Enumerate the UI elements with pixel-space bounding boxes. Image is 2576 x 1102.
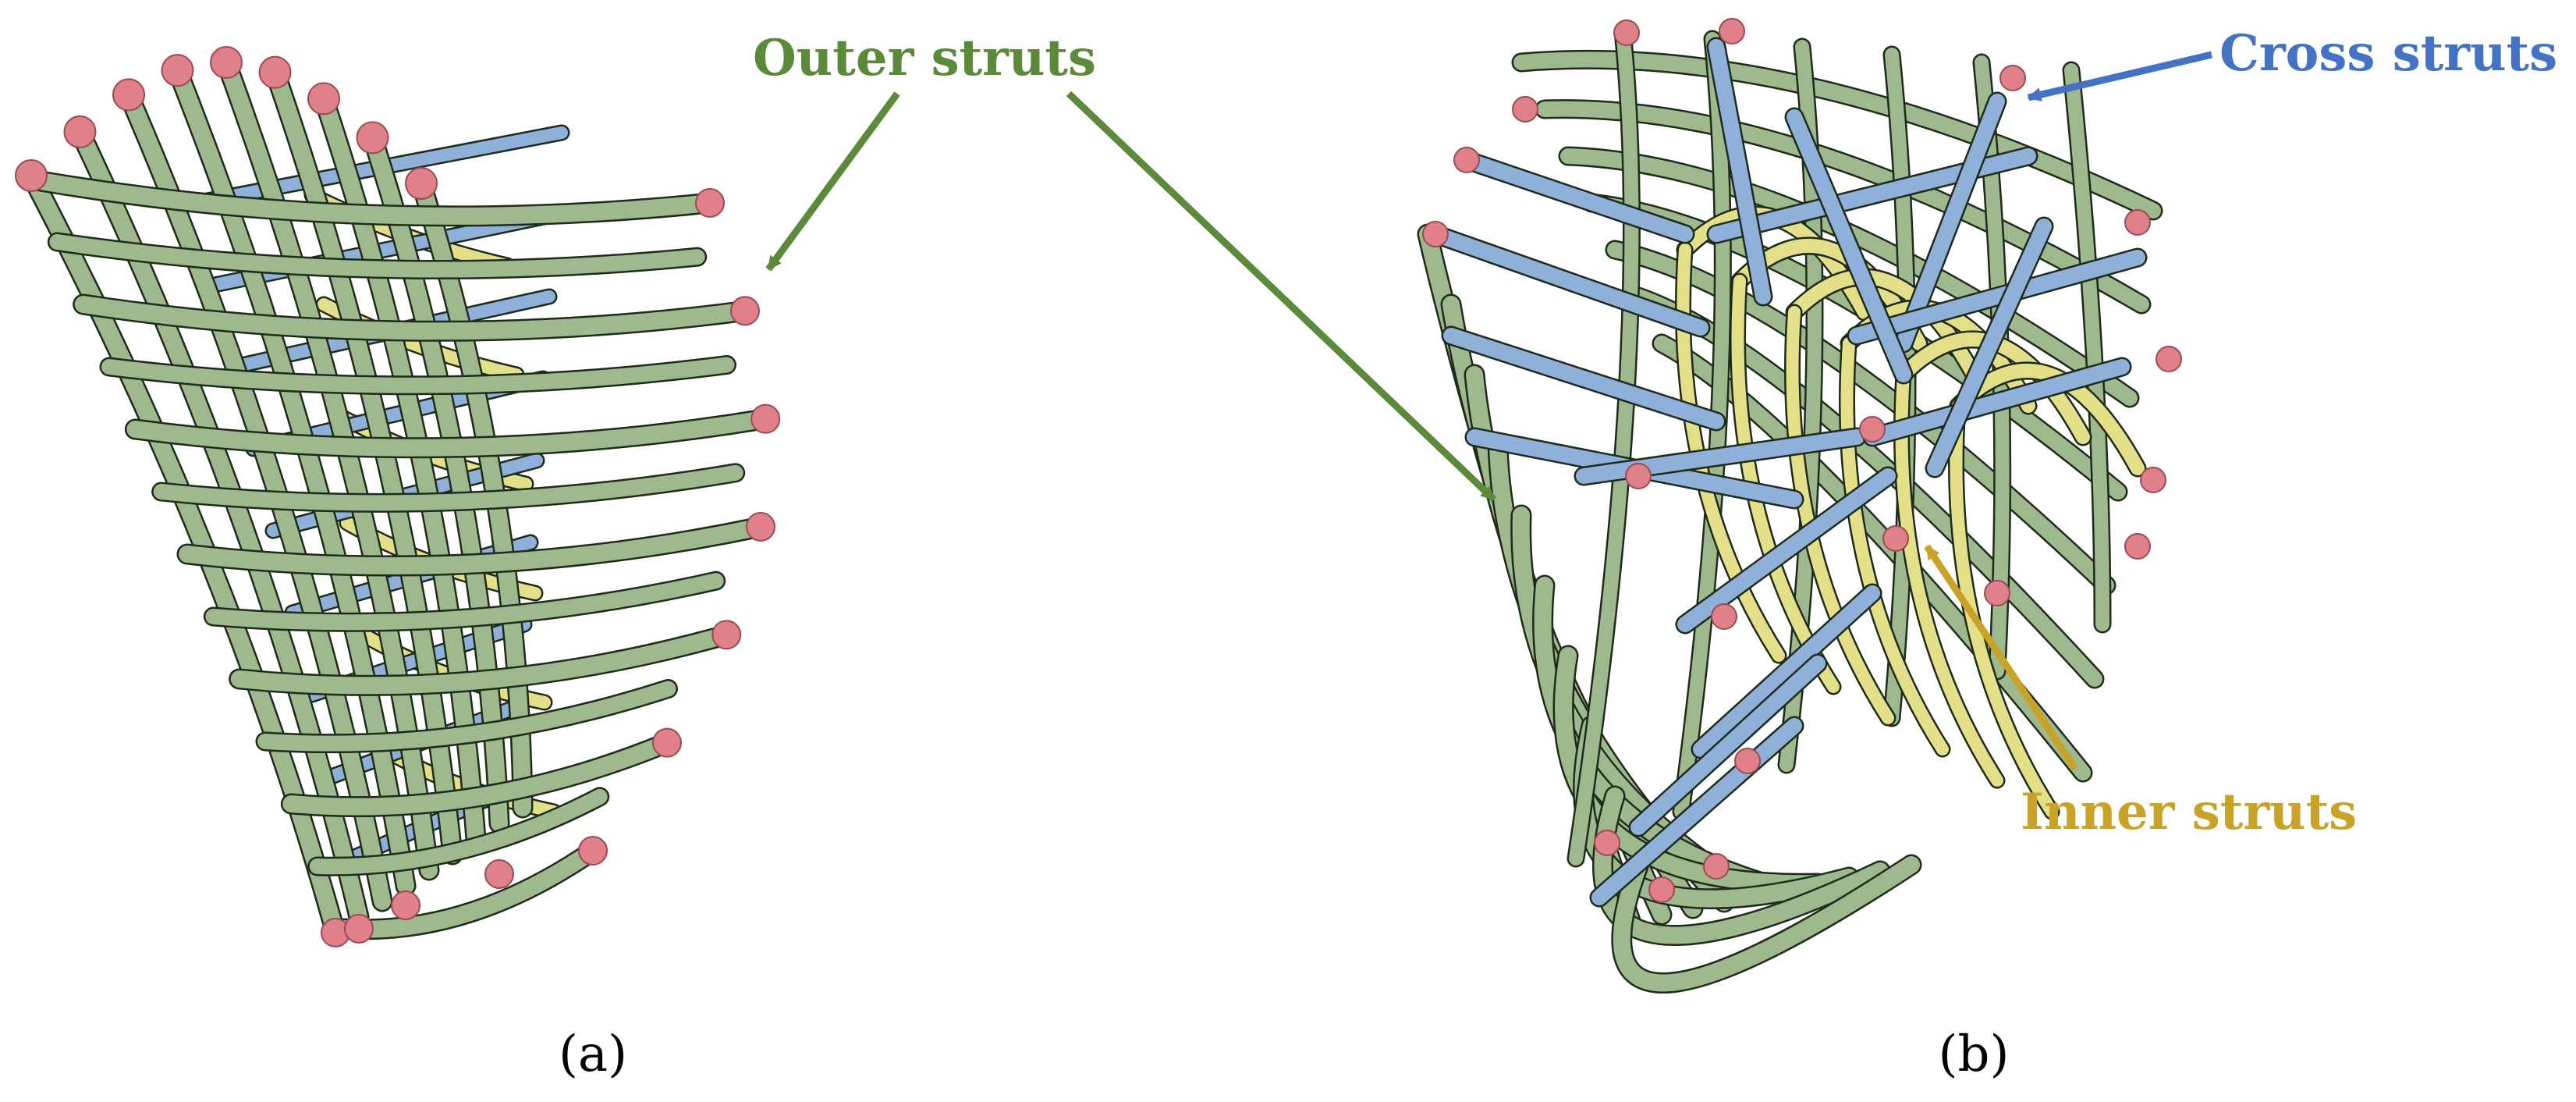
outer-strut bbox=[23, 171, 719, 225]
lattice-a bbox=[15, 46, 781, 947]
outer-strut bbox=[1513, 52, 2161, 219]
outer-strut bbox=[1674, 32, 1730, 819]
strut-node bbox=[750, 403, 781, 434]
strut-node bbox=[344, 914, 374, 944]
cross-strut bbox=[1459, 152, 1693, 242]
strut-node bbox=[711, 620, 742, 650]
outer-strut bbox=[74, 296, 754, 340]
strut-node bbox=[2124, 533, 2151, 560]
strut-node bbox=[112, 78, 145, 112]
outer-strut bbox=[126, 410, 775, 457]
strut-node bbox=[695, 188, 725, 218]
outer-strut bbox=[153, 464, 743, 511]
strut-node bbox=[1984, 580, 2010, 606]
outer-strut bbox=[169, 62, 414, 894]
strut-node bbox=[746, 512, 775, 542]
inner-strut bbox=[1950, 400, 2058, 818]
cross-strut bbox=[1693, 585, 1880, 757]
strut-node bbox=[1859, 416, 1886, 443]
caption-b: (b) bbox=[1939, 1026, 2010, 1083]
outer-struts-arrow-a bbox=[765, 91, 900, 272]
strut-node bbox=[1999, 65, 2026, 91]
outer-strut bbox=[101, 357, 735, 393]
outer-strut bbox=[230, 626, 736, 695]
strut-node bbox=[161, 54, 194, 87]
strut-node bbox=[391, 890, 420, 920]
strut-node bbox=[356, 121, 389, 155]
strut-node bbox=[578, 836, 608, 866]
cross-strut bbox=[1591, 718, 1802, 905]
cross-struts-label: Cross struts bbox=[2219, 24, 2557, 83]
strut-node bbox=[2124, 209, 2151, 236]
outer-strut bbox=[205, 573, 724, 631]
cross-strut bbox=[1630, 656, 1826, 835]
cross-strut bbox=[1787, 109, 1911, 382]
outer-strut-outline bbox=[1511, 49, 2163, 221]
outer-struts-label: Outer struts bbox=[753, 29, 1096, 87]
outer-strut bbox=[1613, 856, 1920, 992]
outer-strut bbox=[1607, 242, 2114, 593]
outer-strut bbox=[257, 681, 676, 752]
strut-node bbox=[1453, 147, 1480, 173]
inner-struts-arrow bbox=[1924, 544, 2078, 771]
strut-node bbox=[1648, 876, 1675, 903]
strut-node bbox=[307, 82, 340, 116]
outer-strut bbox=[49, 234, 705, 278]
inner-strut bbox=[1840, 337, 1949, 755]
strut-node bbox=[1422, 221, 1449, 247]
outer-strut bbox=[335, 842, 601, 938]
cross-strut bbox=[1708, 39, 1771, 304]
strut-node bbox=[210, 46, 243, 79]
strut-node bbox=[1625, 463, 1652, 489]
cross-strut bbox=[1428, 226, 1708, 336]
strut-node bbox=[1613, 20, 1640, 46]
strut-node bbox=[1594, 830, 1620, 856]
cross-strut bbox=[1849, 250, 2145, 343]
cross-strut bbox=[1896, 94, 2005, 351]
strut-node bbox=[1882, 525, 1909, 552]
cross-strut bbox=[1443, 328, 1724, 429]
strut-node bbox=[258, 55, 292, 89]
strut-node bbox=[730, 296, 760, 326]
strut-node bbox=[1703, 853, 1730, 880]
strut-node bbox=[484, 859, 514, 889]
cross-strut bbox=[1865, 359, 2130, 445]
inner-struts-label: Inner struts bbox=[2021, 783, 2357, 841]
strut-node bbox=[15, 159, 48, 192]
cross-struts-arrow bbox=[2027, 51, 2213, 102]
strut-node bbox=[652, 727, 682, 758]
strut-node bbox=[1719, 18, 1745, 44]
strut-node bbox=[2140, 467, 2166, 493]
lattice-b bbox=[1417, 18, 2182, 994]
outer-strut bbox=[179, 518, 769, 575]
strut-node bbox=[63, 115, 97, 148]
caption-a: (a) bbox=[559, 1026, 627, 1083]
outer-strut bbox=[218, 54, 438, 879]
strut-node bbox=[1711, 603, 1737, 630]
strut-node bbox=[2156, 346, 2182, 372]
cross-strut bbox=[1677, 468, 1896, 632]
outer-struts-arrow-b bbox=[1066, 91, 1497, 503]
cross-strut bbox=[1927, 219, 2052, 476]
outer-strut bbox=[309, 788, 608, 875]
strut-node bbox=[405, 167, 438, 200]
outer-strut bbox=[282, 734, 676, 816]
strut-node bbox=[1734, 748, 1761, 774]
strut-node bbox=[1512, 96, 1538, 123]
